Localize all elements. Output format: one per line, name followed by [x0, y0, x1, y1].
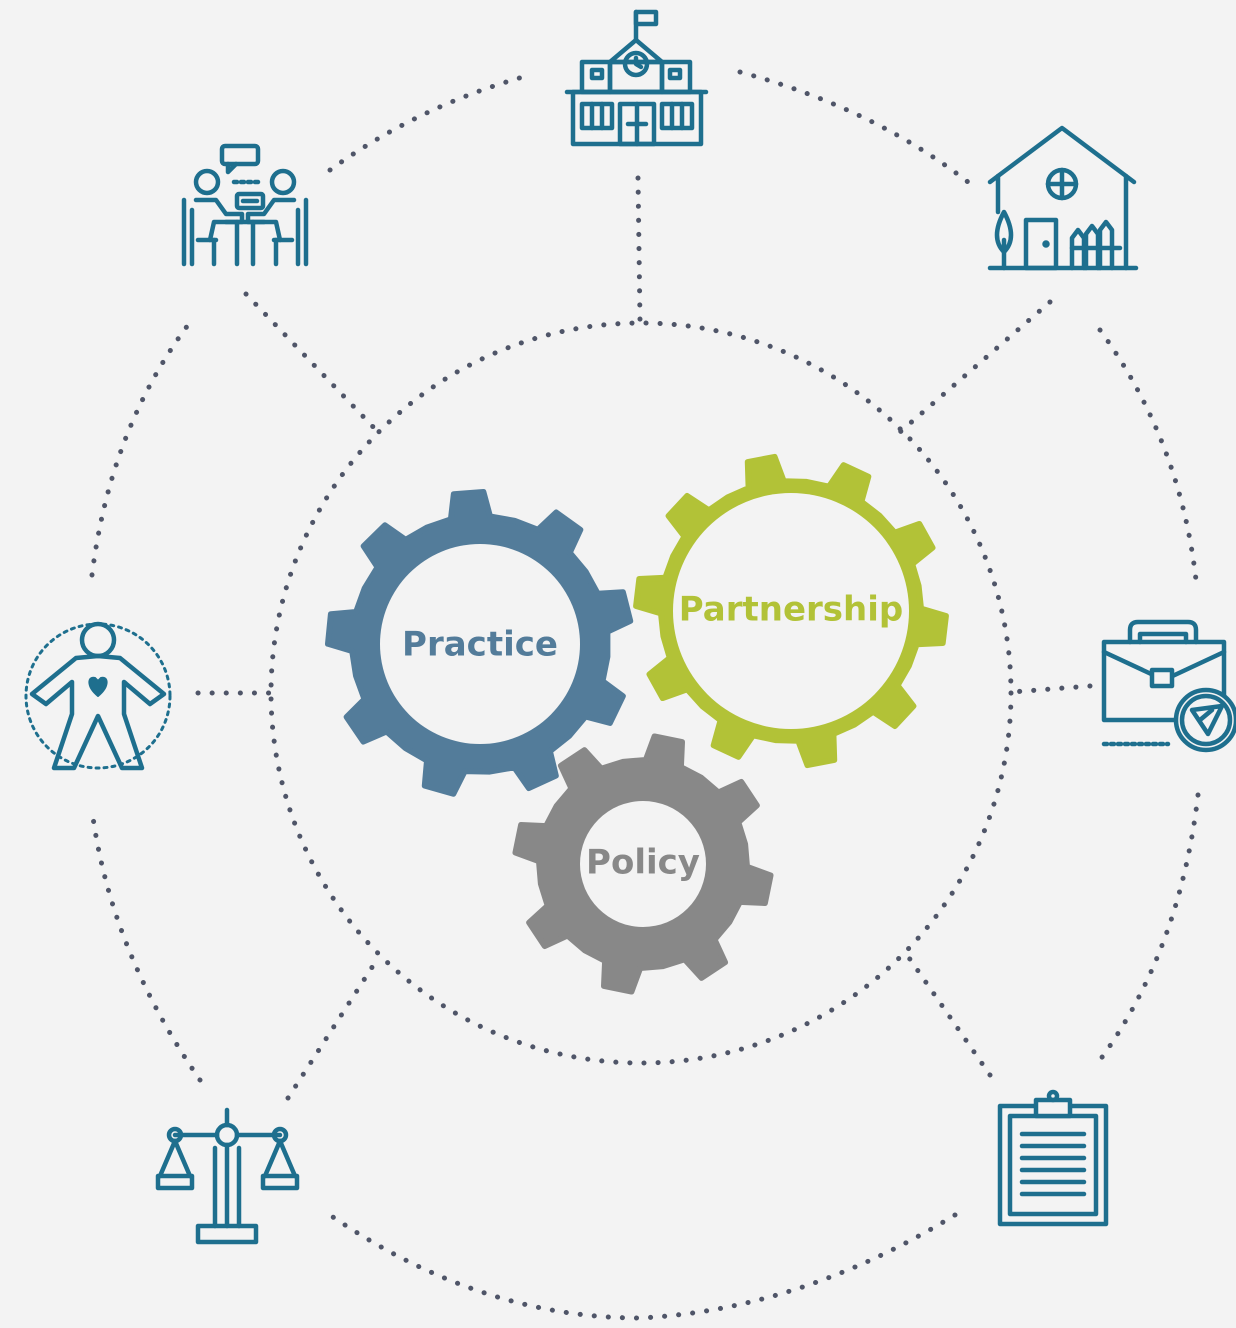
- briefcase-icon: [1101, 619, 1236, 753]
- person-heart-icon: [24, 621, 172, 771]
- gear-practice: [325, 489, 634, 797]
- outer-ring-segment: [1097, 792, 1201, 1063]
- gear-label-partnership: Partnership: [679, 590, 903, 630]
- gear-policy: [512, 733, 774, 995]
- outer-ring-segment: [737, 69, 981, 193]
- gear-label-practice: Practice: [402, 625, 558, 665]
- spoke-school: [635, 175, 643, 323]
- spoke-scale: [285, 955, 381, 1101]
- school-icon: [564, 9, 709, 147]
- outer-ring-segment: [327, 1212, 958, 1321]
- gear-label-policy: Policy: [586, 843, 700, 883]
- gear-partnership-hole: [673, 493, 909, 729]
- gear-practice-hole: [380, 544, 580, 744]
- spoke-house: [897, 299, 1053, 435]
- gear-partnership: [633, 453, 949, 769]
- gears-group: [325, 453, 949, 995]
- spoke-briefcase: [1009, 683, 1093, 695]
- meeting-icon: [181, 143, 309, 267]
- spoke-meeting: [243, 291, 381, 435]
- justice-scale-icon: [155, 1107, 300, 1245]
- clipboard-icon: [997, 1089, 1109, 1227]
- spoke-clipboard: [902, 949, 993, 1078]
- inner-dotted-ring: [268, 320, 1014, 1066]
- house-icon: [987, 125, 1139, 271]
- outer-ring-segment: [89, 807, 203, 1083]
- gear-policy-hole: [580, 801, 706, 927]
- outer-ring-segment: [1097, 327, 1199, 583]
- dotted-connectors: [89, 69, 1201, 1321]
- outer-ring-segment: [89, 322, 191, 578]
- outer-ring-segment: [327, 72, 533, 173]
